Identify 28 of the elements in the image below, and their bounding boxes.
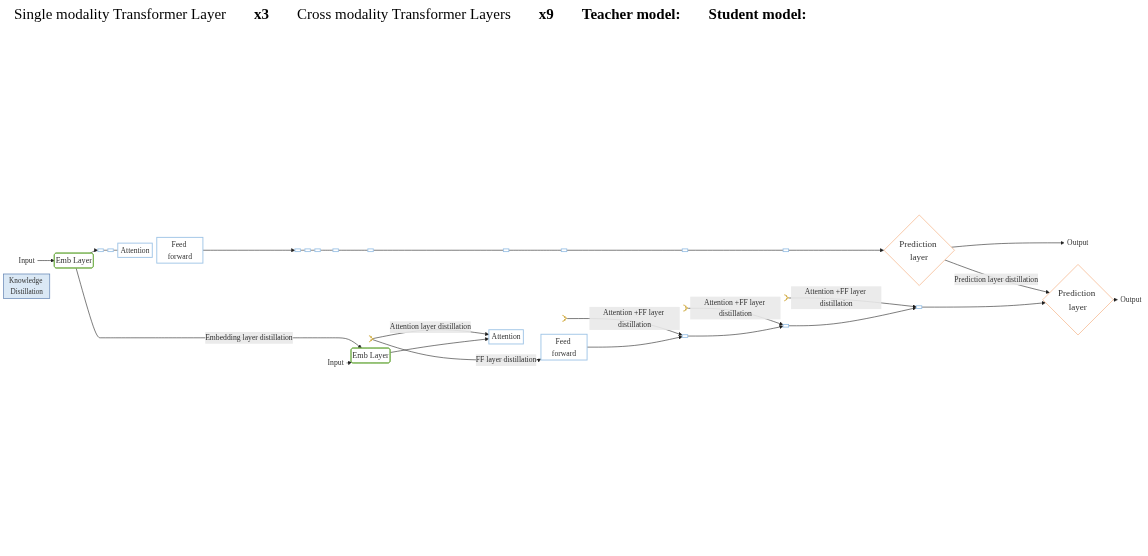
node-bar <box>97 248 104 253</box>
node-diamond: Prediction layer <box>883 214 955 286</box>
node-bar <box>681 248 689 253</box>
node-bar <box>304 248 311 253</box>
node-bar <box>681 334 689 338</box>
node-brace <box>368 335 374 343</box>
layer-group-heading: Single modality Transformer Layer <box>14 6 227 23</box>
row-heading: Student model: <box>708 6 807 23</box>
node-brace <box>562 315 568 322</box>
node-bar <box>107 248 114 253</box>
node-brace <box>783 294 790 302</box>
arrow <box>346 361 352 365</box>
repeat-count: x9 <box>538 6 554 23</box>
node-bar <box>915 305 923 309</box>
node-brace <box>683 304 689 312</box>
node-bar <box>560 248 568 253</box>
node-bar <box>314 248 321 253</box>
node-diamond: Prediction layer <box>1042 264 1114 336</box>
row-heading: Teacher model: <box>581 6 681 23</box>
node-bar <box>782 248 789 253</box>
node-bar <box>294 248 301 253</box>
node-bar <box>502 248 510 253</box>
node-bar <box>782 323 789 328</box>
node-bar <box>367 248 374 253</box>
arrow <box>1112 297 1118 302</box>
layer-group-heading: Cross modality Transformer Layers <box>297 6 511 23</box>
node-bar <box>332 248 339 253</box>
repeat-count: x3 <box>254 6 270 23</box>
